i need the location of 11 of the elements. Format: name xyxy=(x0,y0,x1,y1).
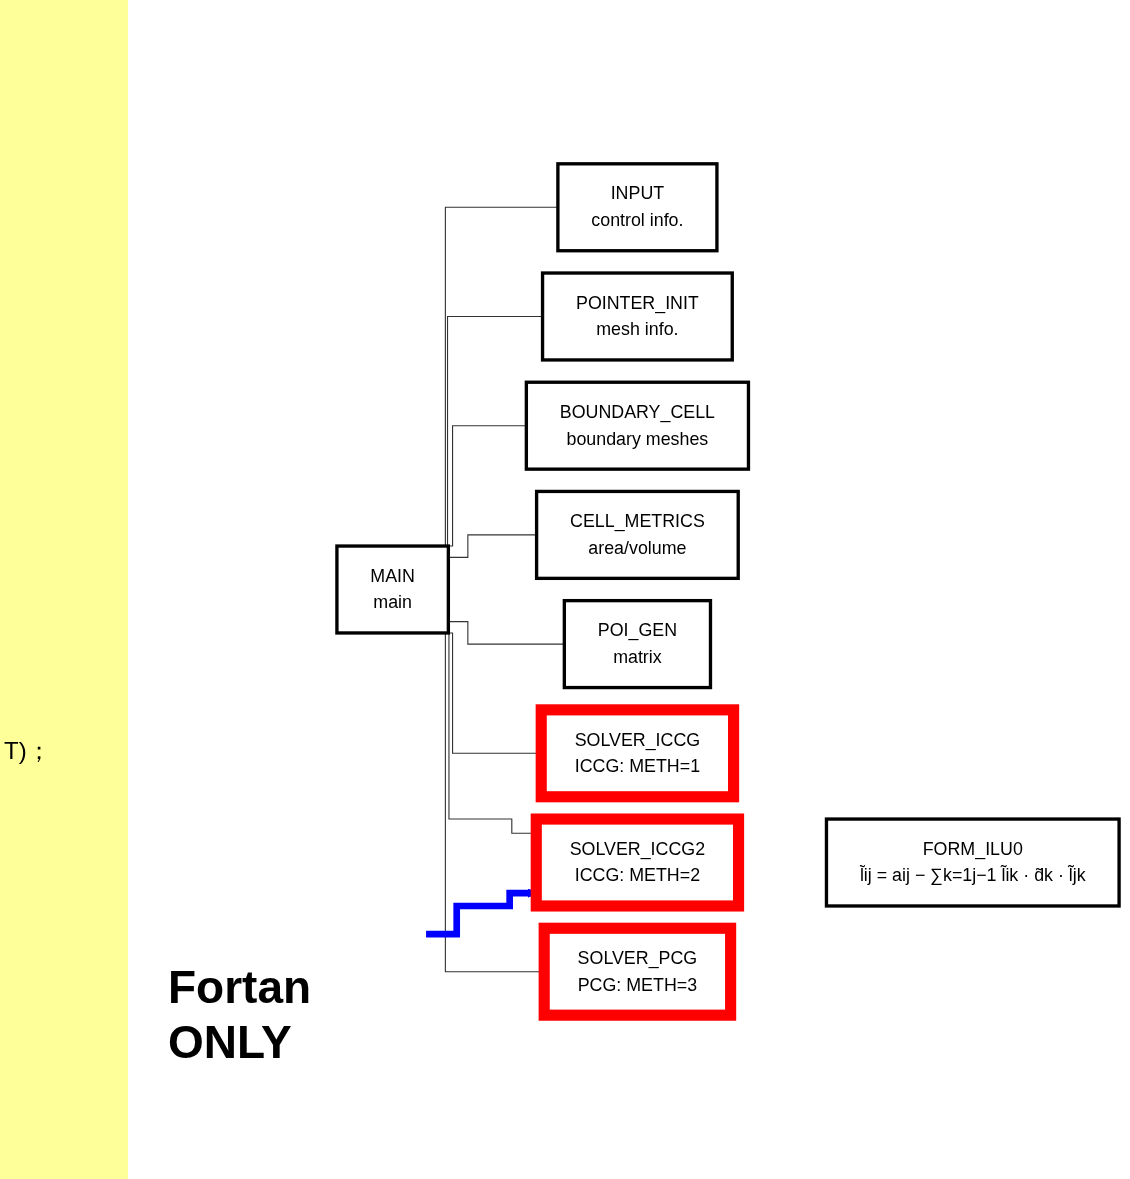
node-box: SOLVER_ICCG ICCG: METH=1 xyxy=(535,704,740,803)
partial-text: T)； xyxy=(4,736,51,766)
node-box: INPUT control info. xyxy=(556,162,719,253)
node-box: CELL_METRICS area/volume xyxy=(534,489,740,581)
node-box: BOUNDARY_CELL boundary meshes xyxy=(524,380,751,471)
node-box: POINTER_INIT mesh info. xyxy=(540,271,734,362)
node-box: SOLVER_PCG PCG: METH=3 xyxy=(538,922,737,1021)
note-text: Fortan ONLY xyxy=(168,960,313,1071)
node-box: POI_GEN matrix xyxy=(562,598,713,690)
node-box: MAIN main xyxy=(335,544,451,635)
node-box: SOLVER_ICCG2 ICCG: METH=2 xyxy=(530,813,745,912)
